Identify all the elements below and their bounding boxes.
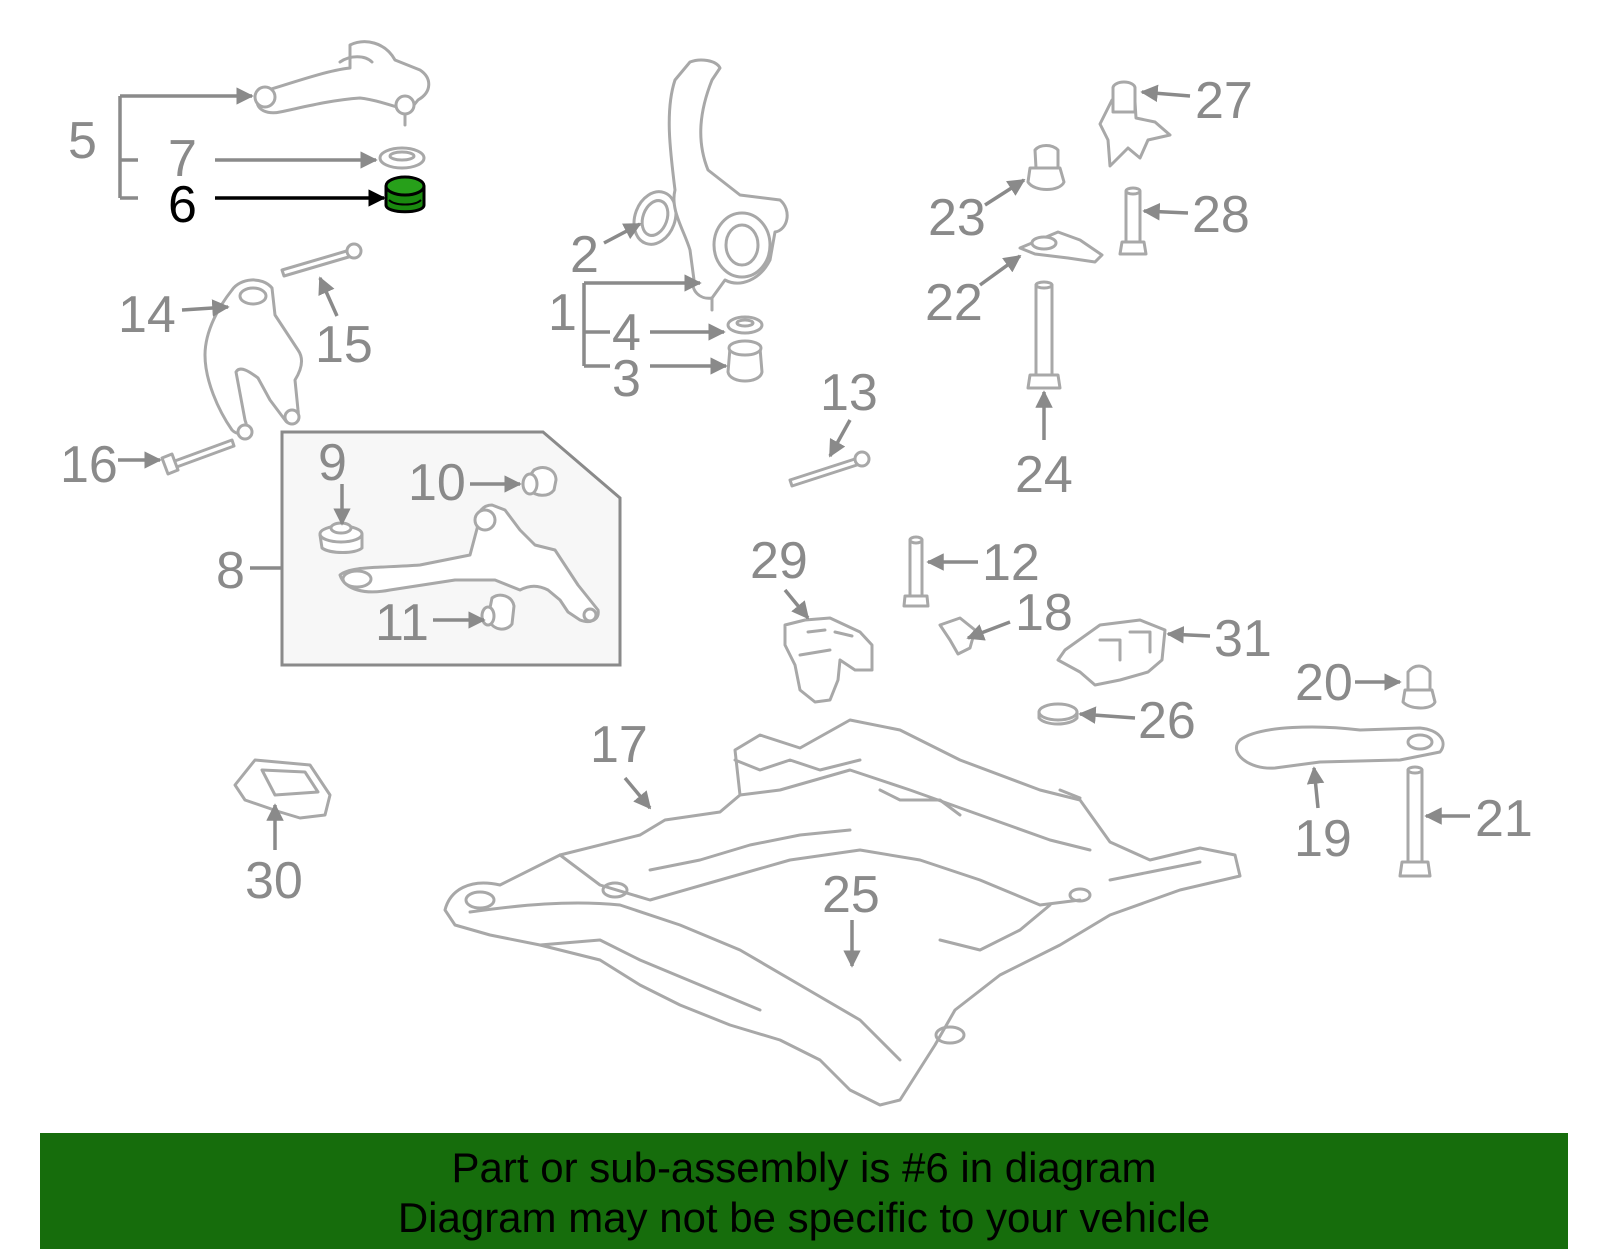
- label-3: 3: [612, 350, 641, 408]
- clip-18[interactable]: [938, 616, 977, 656]
- label-25: 25: [822, 866, 880, 924]
- seal-ring-2[interactable]: [627, 186, 683, 250]
- parts-diagram: 5 7 6 2 1 4 3 14 15 16 9 10 8 11 13 27 2…: [60, 40, 1533, 1107]
- bushing-9[interactable]: [318, 521, 364, 554]
- label-20: 20: [1295, 654, 1353, 712]
- label-16: 16: [60, 436, 118, 494]
- steering-knuckle[interactable]: [667, 58, 789, 312]
- bushing-6-highlighted[interactable]: [384, 175, 426, 214]
- callout-labels: 5 7 6 2 1 4 3 14 15 16 9 10 8 11 13 27 2…: [60, 72, 1533, 924]
- bolt-13[interactable]: [788, 450, 871, 488]
- washer-4[interactable]: [726, 315, 764, 335]
- label-14: 14: [118, 286, 176, 344]
- bushing-10[interactable]: [521, 466, 558, 497]
- label-27: 27: [1195, 72, 1253, 130]
- label-1: 1: [548, 284, 577, 342]
- bracket-27[interactable]: [1098, 80, 1172, 168]
- label-19: 19: [1294, 810, 1352, 868]
- link-19[interactable]: [1234, 725, 1445, 770]
- banner-line-1: Part or sub-assembly is #6 in diagram: [451, 1144, 1157, 1191]
- label-21: 21: [1475, 790, 1533, 848]
- bushing-20[interactable]: [1401, 664, 1437, 710]
- label-15: 15: [315, 316, 373, 374]
- label-4: 4: [612, 304, 641, 362]
- label-6: 6: [168, 176, 197, 234]
- label-17: 17: [590, 716, 648, 774]
- label-24: 24: [1015, 446, 1073, 504]
- label-8: 8: [216, 542, 245, 600]
- bolt-24[interactable]: [1026, 280, 1062, 390]
- upper-control-arm[interactable]: [253, 40, 431, 127]
- label-18: 18: [1015, 584, 1073, 642]
- label-26: 26: [1138, 692, 1196, 750]
- bolt-21[interactable]: [1398, 765, 1432, 878]
- fork-14[interactable]: [203, 278, 303, 441]
- bushing-23[interactable]: [1026, 144, 1066, 191]
- label-11: 11: [375, 594, 429, 652]
- label-23: 23: [928, 189, 986, 247]
- label-5: 5: [68, 112, 97, 170]
- leader-lines: [118, 92, 1470, 968]
- label-30: 30: [245, 852, 303, 910]
- label-9: 9: [318, 434, 347, 492]
- label-7: 7: [168, 130, 197, 188]
- bolt-16[interactable]: [160, 438, 236, 476]
- bolt-15[interactable]: [280, 242, 363, 278]
- info-banner: Part or sub-assembly is #6 in diagram Di…: [40, 1133, 1568, 1249]
- mount-22[interactable]: [1018, 230, 1104, 264]
- washer-26[interactable]: [1037, 702, 1079, 726]
- label-22: 22: [925, 274, 983, 332]
- label-2: 2: [570, 226, 599, 284]
- bolt-12[interactable]: [902, 535, 930, 608]
- lower-control-arm[interactable]: [338, 503, 600, 624]
- bushing-3[interactable]: [726, 339, 764, 383]
- subframe-17[interactable]: [443, 718, 1242, 1107]
- washer-7[interactable]: [378, 146, 426, 170]
- label-28: 28: [1192, 186, 1250, 244]
- bolt-28[interactable]: [1118, 186, 1148, 256]
- label-10: 10: [408, 454, 466, 512]
- label-13: 13: [820, 364, 878, 422]
- bracket-29[interactable]: [783, 616, 874, 704]
- banner-line-2: Diagram may not be specific to your vehi…: [397, 1194, 1211, 1241]
- label-31: 31: [1214, 610, 1272, 668]
- mount-30[interactable]: [233, 758, 332, 820]
- label-12: 12: [982, 534, 1040, 592]
- bracket-31[interactable]: [1056, 618, 1167, 687]
- label-29: 29: [750, 532, 808, 590]
